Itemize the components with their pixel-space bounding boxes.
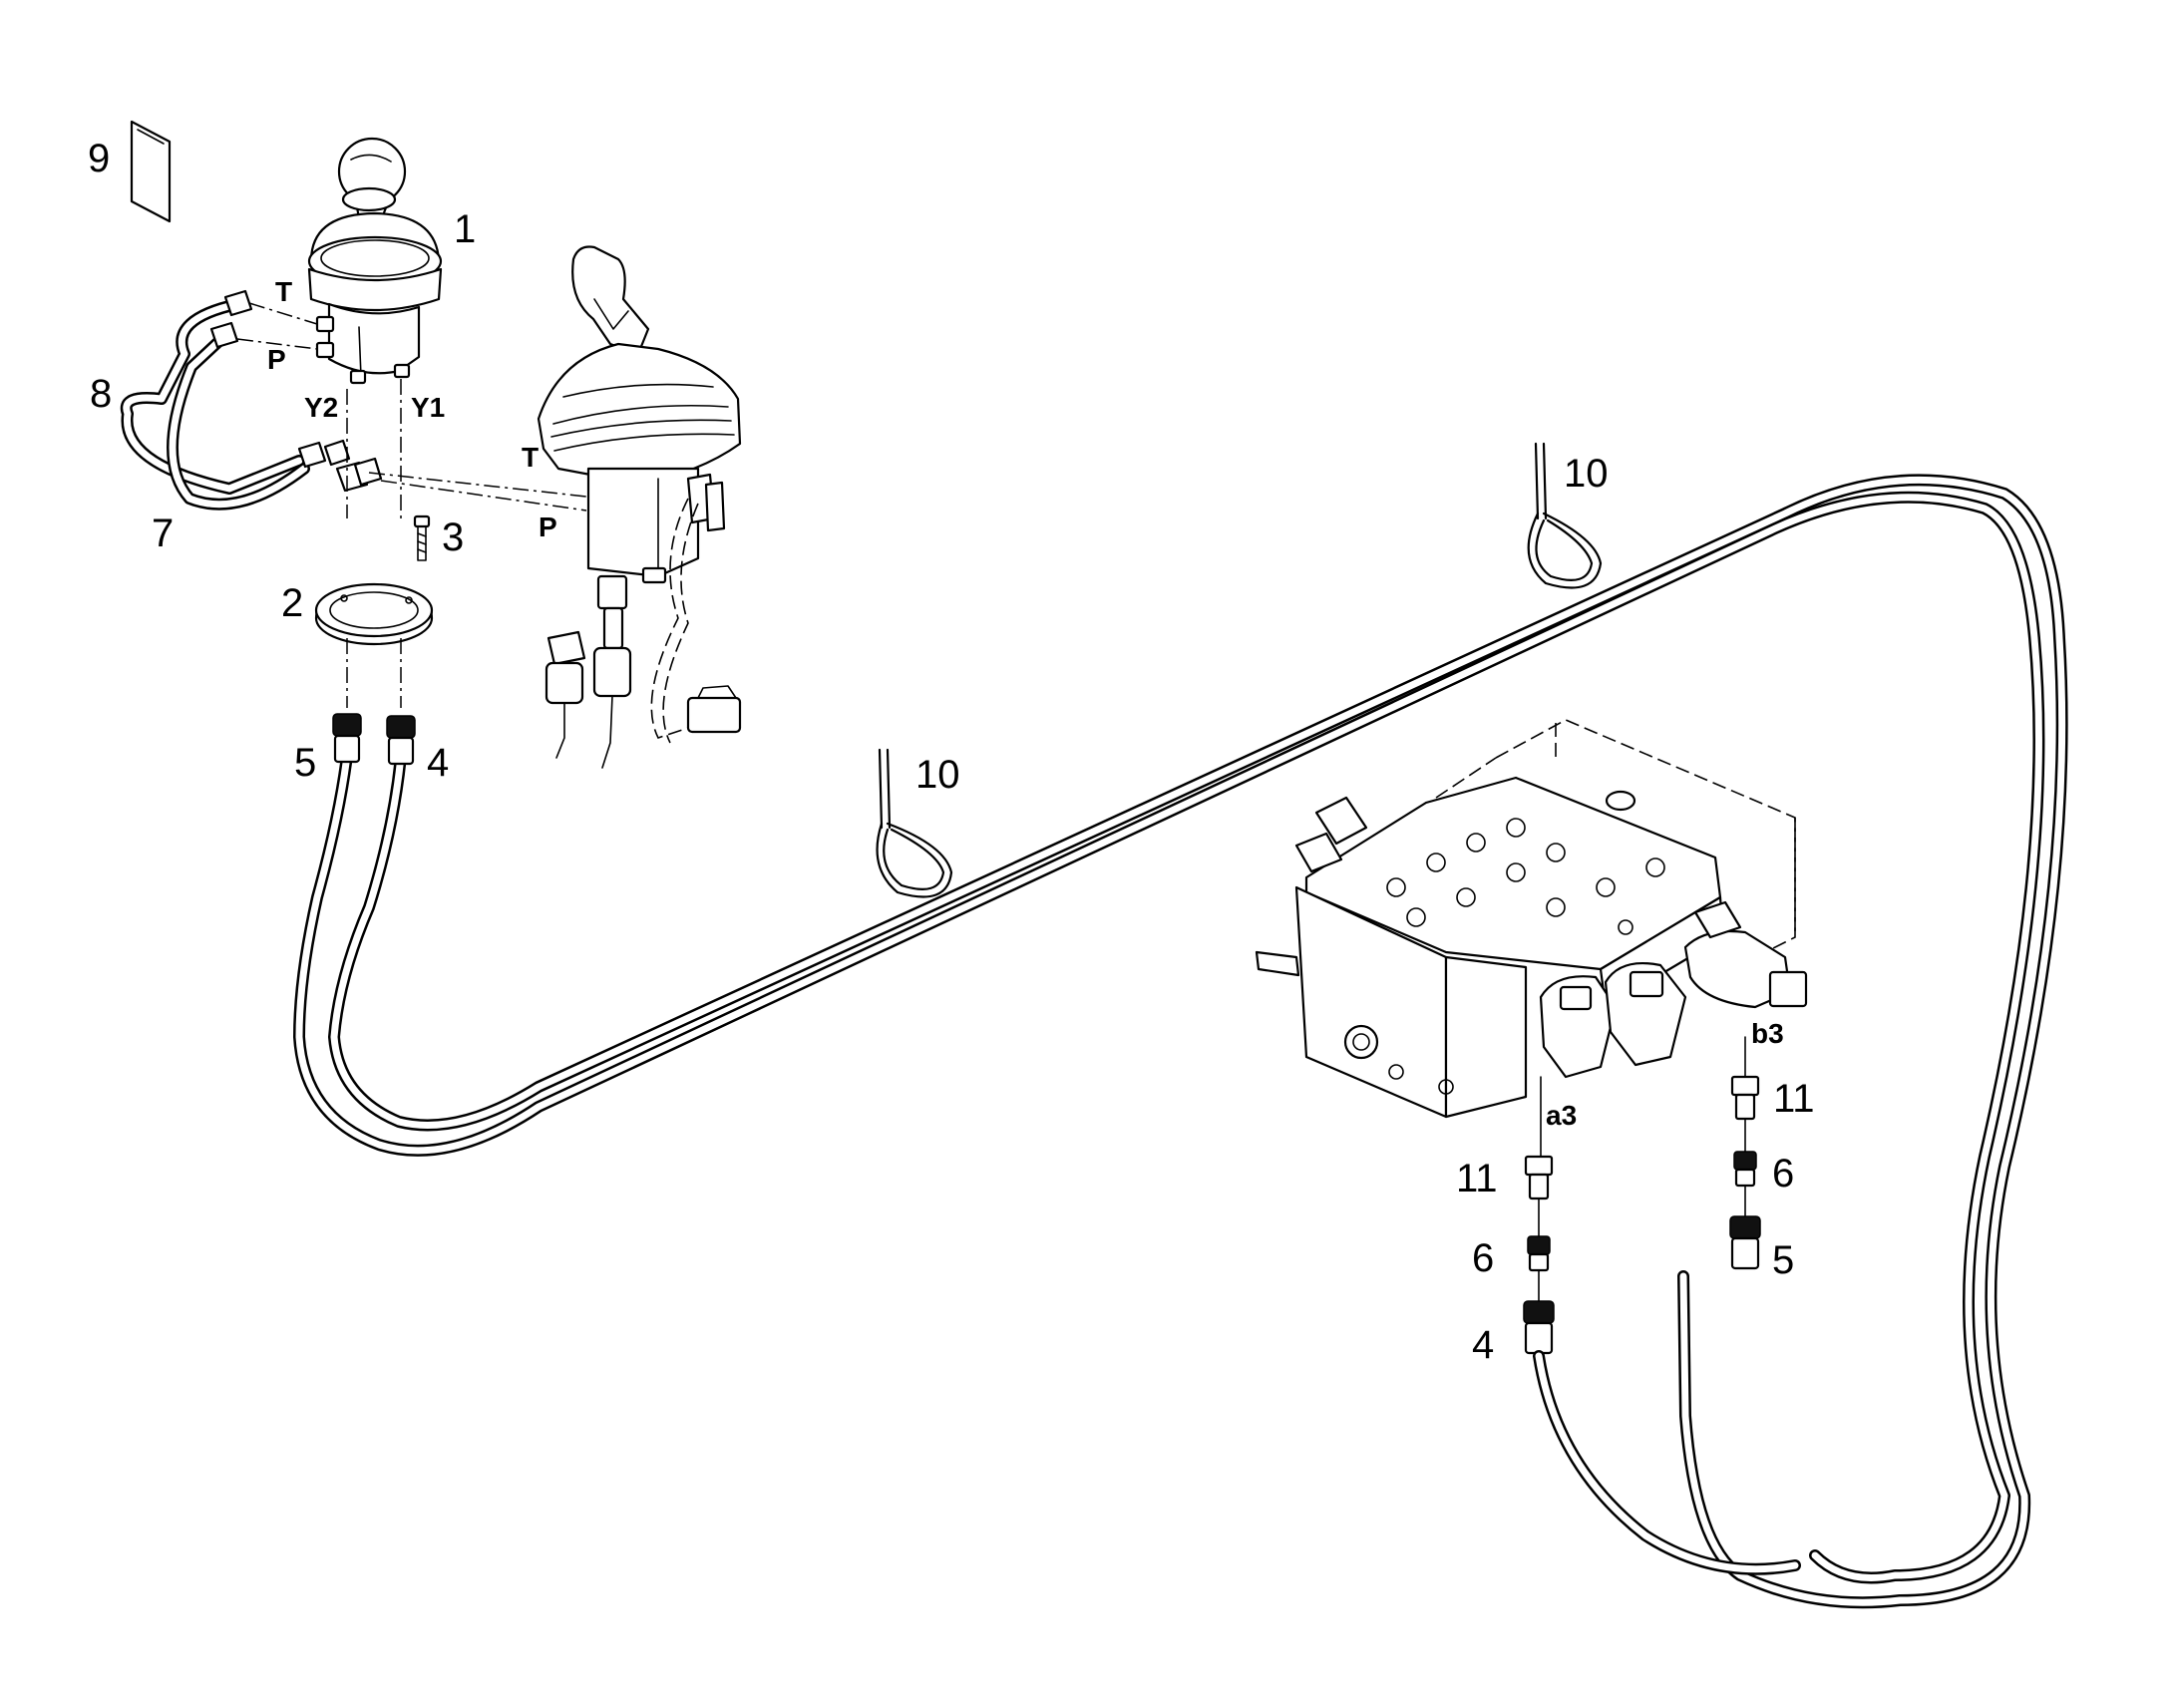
hose-lower-a3 [1533, 1350, 1801, 1575]
cable-tie-upper [1527, 442, 1603, 589]
callout-6-right: 6 [1772, 1152, 1794, 1196]
callout-1: 1 [454, 207, 476, 251]
callout-5-lower: 5 [1772, 1238, 1794, 1282]
callout-9: 9 [88, 137, 110, 180]
callout-4-upper: 4 [427, 741, 449, 785]
callout-3: 3 [442, 515, 464, 559]
callout-8: 8 [90, 372, 112, 416]
callout-11-right: 11 [1773, 1077, 1815, 1121]
control-valve-block [1255, 719, 1808, 1119]
mounting-ring [314, 582, 434, 646]
hose-assembly-short [120, 289, 383, 511]
callout-7: 7 [152, 512, 174, 555]
callout-2: 2 [281, 581, 303, 625]
port-label-b3: b3 [1751, 1018, 1784, 1049]
callout-10-lower: 10 [915, 753, 960, 797]
callout-6-left: 6 [1472, 1236, 1494, 1280]
port-label-p-joystick: P [539, 512, 557, 542]
callout-11-left: 11 [1456, 1157, 1498, 1200]
pilot-control-valve [307, 137, 443, 385]
decal-plate [130, 120, 172, 223]
port-label-p-valve: P [267, 344, 286, 375]
hose-fittings-upper [332, 713, 416, 766]
port-label-t-valve: T [275, 276, 292, 307]
port-label-y2: Y2 [304, 392, 338, 423]
callout-10-upper: 10 [1564, 452, 1609, 496]
callout-5-upper: 5 [294, 741, 316, 785]
port-label-a3: a3 [1546, 1100, 1577, 1131]
port-label-y1: Y1 [411, 392, 445, 423]
fitting-stack-a3 [1523, 1155, 1555, 1355]
port-label-t-joystick: T [522, 442, 539, 473]
cable-tie-lower [876, 748, 953, 898]
long-hose-pair [293, 474, 2068, 1609]
callout-4-lower: 4 [1472, 1323, 1494, 1367]
joystick-control [537, 245, 742, 769]
fitting-stack-b3 [1729, 1075, 1761, 1270]
screw [413, 514, 431, 561]
